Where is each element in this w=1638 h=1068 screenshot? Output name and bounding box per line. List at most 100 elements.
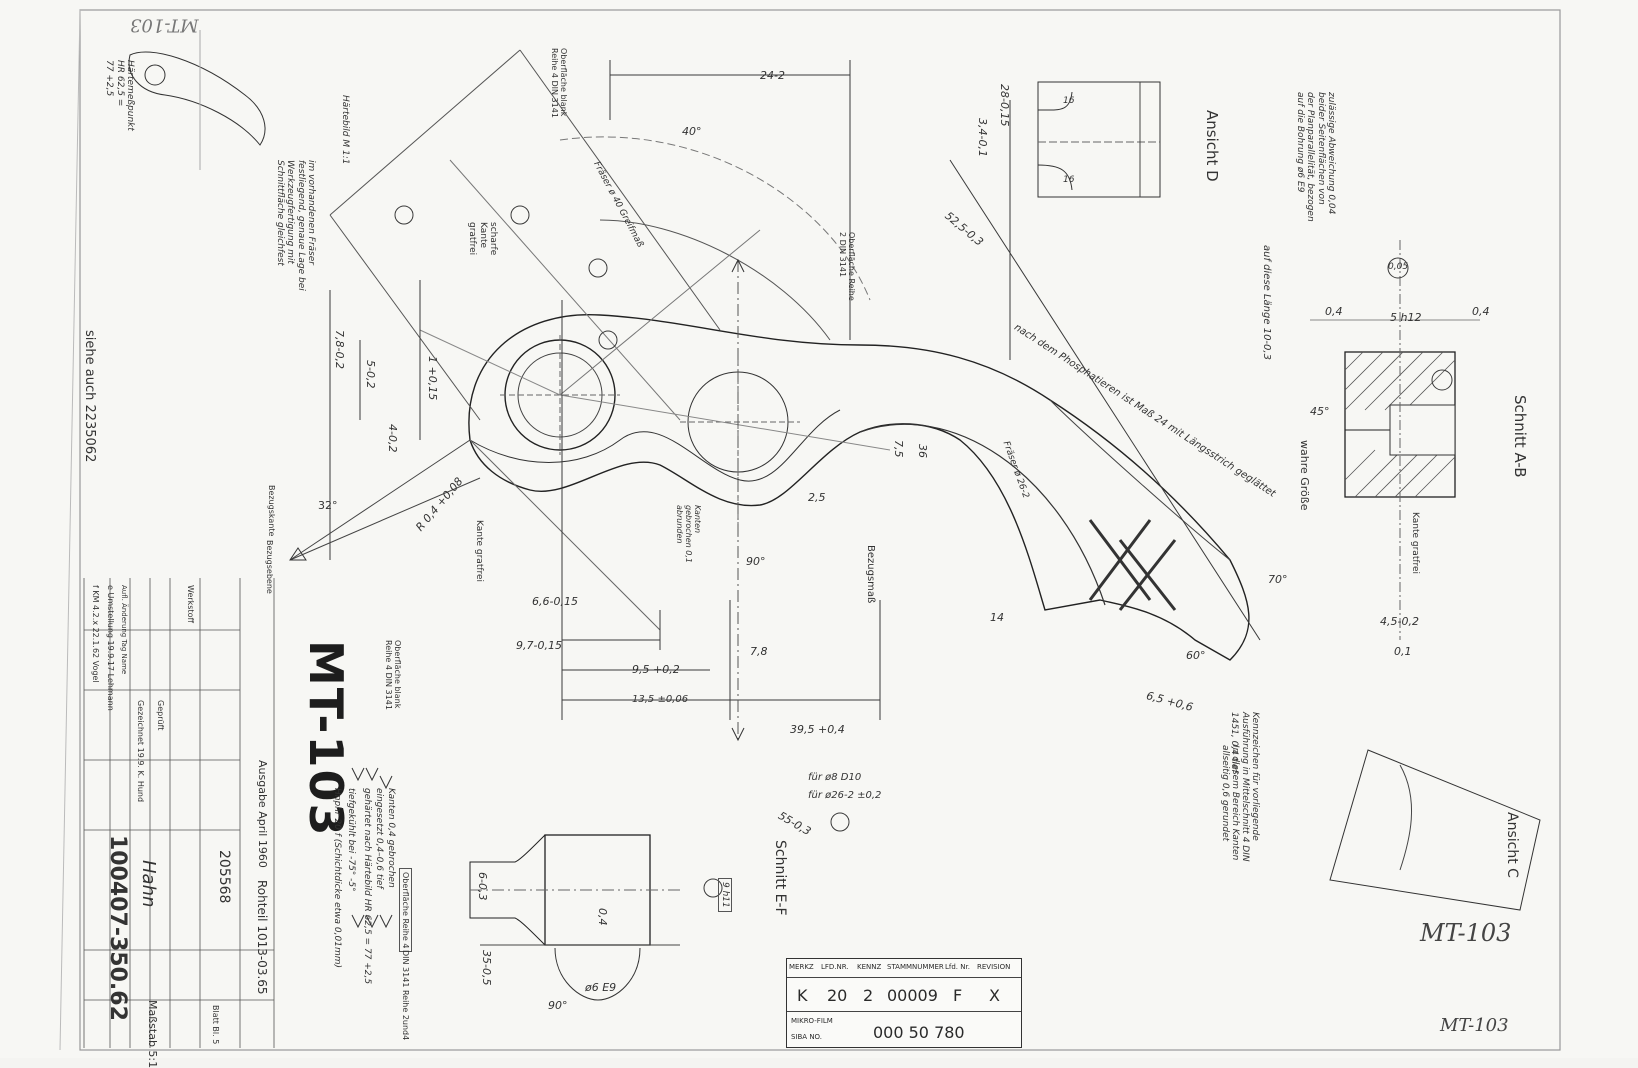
bore-note-d8: für ø8 D10	[808, 772, 862, 783]
dimension: 40°	[682, 125, 702, 138]
see-also-note: siehe auch 2235062	[82, 330, 97, 463]
dimension: 7,8-0,2	[333, 330, 346, 369]
siba-label: SIBA NO.	[791, 1033, 823, 1041]
surface-small-label-2: DIN 3141 Reihe 2und4	[401, 950, 410, 1041]
dimension: 90°	[548, 999, 568, 1012]
dimension: 39,5 +0,4	[790, 723, 845, 736]
dimension: ø6 E9	[585, 981, 617, 994]
title-block-row: Blatt Bl. 5	[211, 1005, 220, 1045]
dimension: 16	[1063, 96, 1075, 106]
dimension: 9 h11	[717, 878, 732, 912]
hardening-note: Kanten 0,4 gebrochen	[386, 788, 396, 888]
title-block-row: e Umstellung 19.9.17 Lehmann	[106, 585, 115, 711]
dimension: 70°	[1268, 573, 1288, 586]
code-value-cell: K	[797, 986, 808, 1005]
view-d-label: Ansicht D	[1203, 110, 1221, 182]
view-c-label: Ansicht C	[1504, 812, 1520, 878]
code-header-cell: MERKZ	[789, 963, 814, 971]
edge-burr-free-note: Kante gratfrei	[474, 520, 484, 583]
part-name: Hahn	[138, 860, 159, 908]
hardening-note: tiefgekühlt bei -75° -5°	[346, 788, 356, 892]
round-edges-note: In diesem Bereich Kanten allseitig 0,6 g…	[1219, 745, 1240, 861]
order-number: 205568	[216, 850, 232, 904]
microfilm-label: MIKRO-FILM	[791, 1017, 833, 1025]
section-ab-label: Schnitt A-B	[1511, 395, 1529, 478]
code-header-cell: STAMMNUMMER	[887, 963, 944, 971]
dimension: 60°	[1186, 649, 1206, 662]
dimension: 3,4-0,1	[976, 118, 989, 157]
handwritten-part-number: MT-103	[1420, 919, 1512, 947]
dimension: 5-0,2	[364, 360, 377, 389]
code-value-cell: 00009	[887, 986, 938, 1005]
dimension: 9,7-0,15	[516, 639, 562, 652]
true-size-label: wahre Größe	[1298, 440, 1311, 511]
machined-note: Bezugsebene	[265, 540, 274, 594]
title-block-row: Gezeichnet 19.9. K. Hund	[136, 700, 145, 803]
dimension: 4-0,2	[386, 424, 399, 453]
sharp-edge-note: scharfe Kante gratfrei	[467, 222, 498, 256]
dimension: 5 h12	[1390, 311, 1422, 324]
length-note: auf diese Länge 10-0,3	[1261, 245, 1272, 360]
dimension: 0,4	[1325, 305, 1343, 318]
code-value-cell: 20	[827, 986, 848, 1005]
hardening-note: gehärtet nach Härtebild HR 62,5 = 77 +2,…	[362, 788, 372, 985]
code-value-cell: X	[989, 986, 1000, 1005]
edge-burr-free-note-2: Kante gratfrei	[1410, 512, 1420, 575]
surface-blank-note-2: Oberfläche blank Reihe 4 DIN 3141	[383, 640, 402, 710]
reverse-header: MT-103	[130, 14, 199, 36]
mill-position-note: im vorhandenen Fräser festliegend, genau…	[274, 160, 316, 291]
code-value-cell: 2	[863, 986, 874, 1005]
code-block-values: K 20 2 00009 F X	[787, 979, 1021, 1012]
bore-note-d26: für ø26-2 ±0,2	[808, 790, 882, 801]
handwritten-part-number-2: MT-103	[1440, 1015, 1509, 1036]
code-block-footer: MIKRO-FILM SIBA NO. 000 50 780	[787, 1013, 1021, 1047]
dimension: 7,5	[892, 440, 905, 458]
dimension: 13,5 ±0,06	[632, 694, 689, 705]
dimension: 24-2	[760, 69, 785, 82]
dimension: 35-0,5	[480, 950, 493, 986]
edition-date: Ausgabe April 1960	[256, 760, 269, 868]
surface-small-label: Oberfläche Reihe 4	[398, 868, 412, 953]
edges-broken-note: Kanten gebrochen 0,1 abrunden	[674, 505, 702, 563]
dimension: 2,5	[808, 491, 826, 504]
dimension: 45°	[1310, 405, 1330, 418]
hardening-note: Hnphr 20 f (Schichtdicke etwa 0,01mm)	[332, 788, 342, 969]
dimension: 4,5-0,2	[1380, 615, 1419, 628]
siba-number: 000 50 780	[873, 1023, 965, 1042]
angle-32: 32°	[318, 499, 338, 512]
dimension: 28-0,15	[998, 84, 1011, 127]
code-header-cell: KENNZ	[857, 963, 882, 971]
reference-edge-label: Bezugskante	[267, 485, 276, 537]
hardening-note: eingesetzt 0,4–0,6 tief	[374, 788, 384, 889]
dimension: 0,4	[596, 908, 609, 926]
drawing-number: 100407-350.62	[105, 835, 130, 1021]
dimension: 0,1	[1394, 645, 1412, 658]
reference-dim-label: Bezugsmaß	[865, 545, 876, 604]
raw-part-number: Rohteil 1013-03.65	[255, 880, 269, 995]
title-block-row: Geprüft	[156, 700, 165, 731]
title-block-row: f KM 4.2.x 22.1.62 Vogel	[91, 585, 100, 683]
hardness-point-label: Härtemeßpunkt HR 62,5 = 77 +2,5	[104, 60, 135, 131]
code-value-cell: F	[953, 986, 963, 1005]
dimension: 1 +0,15	[426, 356, 439, 401]
dimension: 9,5 +0,2	[632, 663, 680, 676]
dimension: 6-0,3	[476, 872, 489, 901]
title-block-row: Aufl. Änderung Tag Name	[120, 585, 128, 675]
dimension: 0,4	[1472, 305, 1490, 318]
surface-row2-note: Oberfläche Reihe 2 DIN 3141	[837, 232, 856, 301]
code-block-header: MERKZ LFD.NR. KENNZ STAMMNUMMER Lfd. Nr.…	[787, 959, 1021, 978]
code-header-cell: REVISION	[977, 963, 1011, 971]
surface-blank-note: Oberfläche blank Reihe 4 DIN 3141	[549, 48, 568, 118]
part-number-large: MT-103	[299, 640, 353, 838]
microfilm-code-block: MERKZ LFD.NR. KENNZ STAMMNUMMER Lfd. Nr.…	[786, 958, 1022, 1048]
hardness-image-label: Härtebild M 1:1	[340, 95, 350, 165]
dimension: 0,05	[1388, 262, 1409, 272]
code-header-cell: Lfd. Nr.	[945, 963, 970, 971]
tolerance-note: zulässige Abweichung 0,04 beider Seitenf…	[1294, 92, 1336, 222]
dimension: 7,8	[750, 645, 768, 658]
dimension: 90°	[746, 555, 766, 568]
dimension: 16	[1063, 175, 1075, 185]
section-ef-label: Schnitt E-F	[772, 840, 788, 916]
dimension: 14	[990, 611, 1004, 624]
